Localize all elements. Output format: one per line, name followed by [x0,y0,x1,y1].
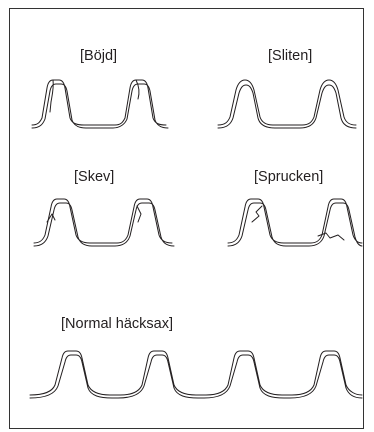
label-normal: [Normal häcksax] [61,316,173,332]
skew-mark-2 [136,205,142,223]
normal-blade-outline [29,350,363,396]
cracked-blade-outline [227,198,363,244]
bent-blade-outline [31,79,167,126]
cracked-blade [227,198,363,247]
crack-1 [251,205,263,223]
label-skewed: [Skev] [74,169,114,185]
cracked-blade-edge [227,202,363,247]
worn-blade [217,79,357,129]
bent-tip-2 [135,79,140,100]
diagram-frame [9,8,364,429]
normal-blade-edge [29,354,363,399]
skewed-blade [33,198,175,247]
skewed-blade-edge [33,202,175,247]
label-cracked: [Sprucken] [254,169,323,185]
crack-2 [317,232,345,241]
skew-mark-1 [46,213,56,223]
normal-blade [29,350,363,399]
worn-blade-outline [217,79,357,126]
label-bent: [Böjd] [80,48,117,64]
label-worn: [Sliten] [268,48,312,64]
worn-blade-edge [217,84,357,129]
bent-blade [31,79,169,129]
bent-blade-edge [31,83,169,129]
skewed-blade-outline [33,198,173,244]
bent-tip-1 [49,79,54,113]
